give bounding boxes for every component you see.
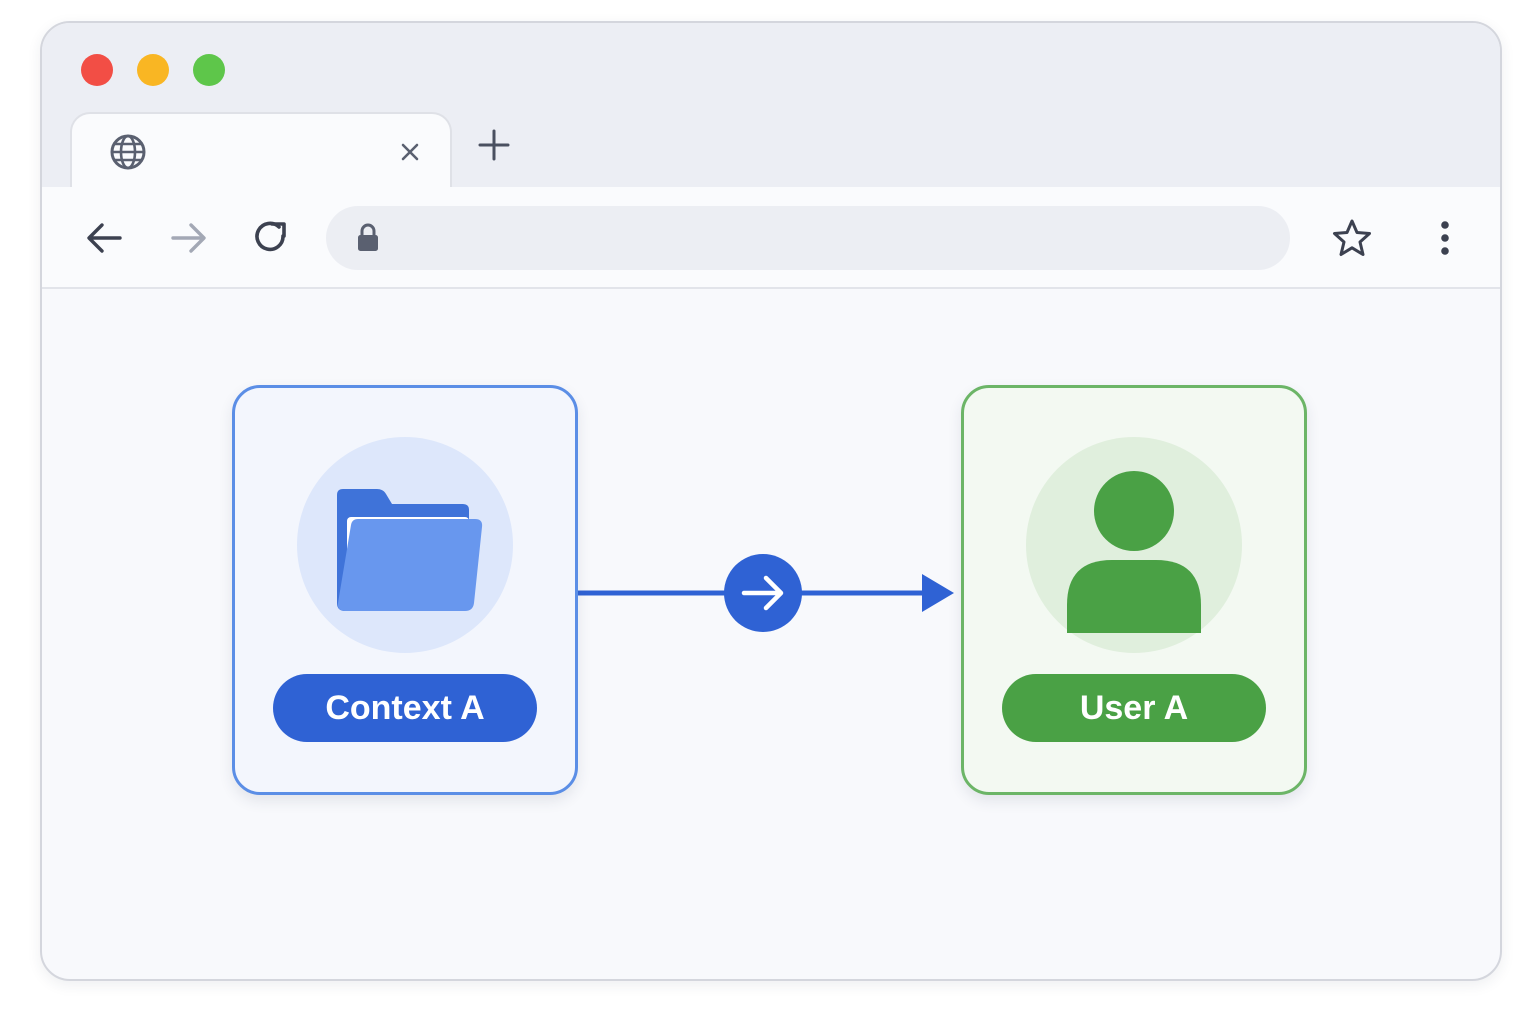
arrow-right-icon	[741, 575, 784, 611]
arrow-right-icon	[171, 223, 206, 253]
connector-arrow-badge	[724, 554, 802, 632]
folder-icon-circle	[297, 437, 513, 653]
toolbar	[42, 187, 1500, 289]
browser-window: Context A User A	[40, 21, 1502, 981]
page-content: Context A User A	[42, 289, 1500, 979]
forward-button[interactable]	[167, 216, 211, 260]
lock-icon	[358, 223, 378, 251]
back-button[interactable]	[82, 216, 126, 260]
person-icon	[1067, 471, 1201, 633]
bookmark-button[interactable]	[1330, 216, 1374, 260]
person-icon-circle	[1026, 437, 1242, 653]
browser-tab[interactable]	[70, 112, 452, 190]
maximize-window-button[interactable]	[193, 54, 225, 86]
close-window-button[interactable]	[81, 54, 113, 86]
globe-icon	[110, 134, 146, 170]
user-label: User A	[1002, 674, 1266, 742]
kebab-menu-icon	[1441, 221, 1449, 255]
context-card[interactable]: Context A	[232, 385, 578, 795]
reload-icon	[255, 221, 286, 252]
arrow-left-icon	[87, 223, 122, 253]
menu-button[interactable]	[1423, 216, 1467, 260]
title-bar	[42, 23, 1500, 190]
star-icon	[1333, 219, 1371, 256]
address-bar[interactable]	[326, 206, 1290, 270]
minimize-window-button[interactable]	[137, 54, 169, 86]
reload-button[interactable]	[249, 216, 293, 260]
folder-icon	[337, 489, 483, 611]
user-card[interactable]: User A	[961, 385, 1307, 795]
arrowhead	[922, 574, 954, 612]
context-label: Context A	[273, 674, 537, 742]
plus-icon[interactable]	[476, 127, 512, 163]
close-icon[interactable]	[398, 140, 422, 164]
